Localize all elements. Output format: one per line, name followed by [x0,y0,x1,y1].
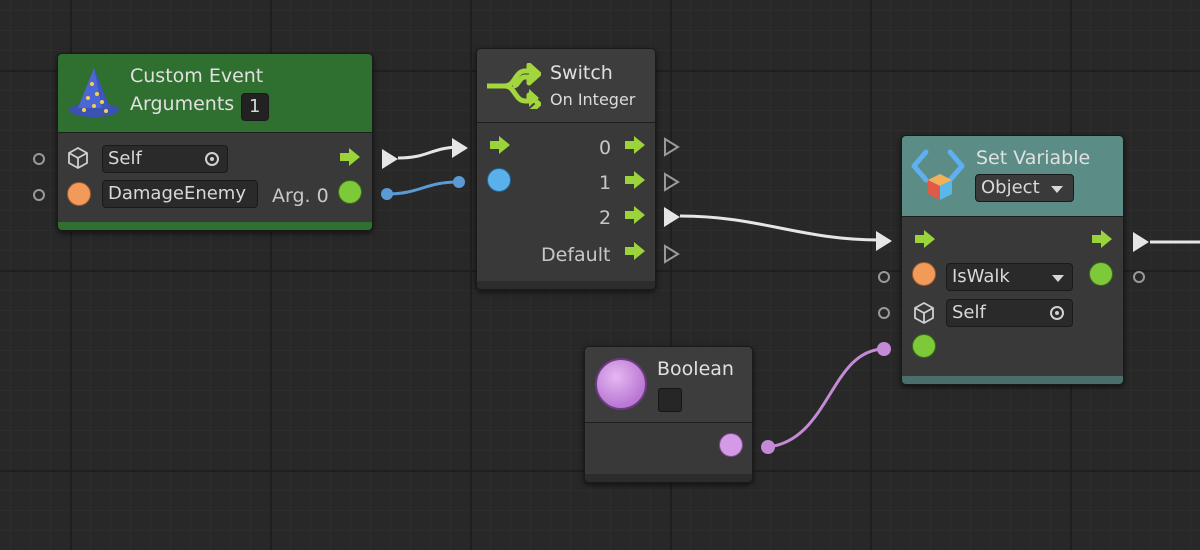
target-self-field[interactable]: Self [102,145,228,173]
variable-name-value: IsWalk [952,266,1010,287]
chevron-down-icon [1052,275,1064,282]
target-input-port[interactable] [33,153,45,165]
integer-input-port[interactable] [487,168,511,192]
boolean-node[interactable]: Boolean [584,346,753,483]
code-brackets-cube-icon [911,149,965,200]
set-variable-title: Set Variable [976,147,1091,169]
switch-node[interactable]: Switch On Integer 0 1 2 Default [476,48,656,290]
flow-in-arrow-icon[interactable] [490,136,510,154]
set-target-self-field[interactable]: Self [946,299,1073,327]
set-target-input-port[interactable] [878,307,890,319]
flow-out-arrow-icon[interactable] [340,148,360,166]
case-1-arrow-icon[interactable] [625,171,645,189]
set-variable-node[interactable]: Set Variable Object IsWalk Self [901,135,1124,385]
case-0-label: 0 [599,137,612,159]
object-picker-icon[interactable] [1050,306,1064,320]
switch-title: Switch [550,62,613,84]
case-default-label: Default [541,244,611,266]
arg-0-label: Arg. 0 [272,185,329,207]
case-2-arrow-icon[interactable] [625,206,645,224]
variable-name-input-port[interactable] [878,271,890,283]
purple-sphere-icon [595,358,647,410]
cube-icon [68,146,88,170]
custom-event-node[interactable]: Custom Event Arguments 1 Self DamageEnem… [57,53,373,231]
variable-name-dropdown[interactable]: IsWalk [946,263,1073,291]
switch-subtitle: On Integer [550,90,636,109]
value-input-port[interactable] [912,334,936,358]
custom-event-header[interactable]: Custom Event Arguments 1 [58,54,372,133]
switch-header[interactable]: Switch On Integer [477,49,655,123]
case-default-out-port[interactable] [663,244,681,264]
variable-name-port-icon[interactable] [912,262,936,286]
name-input-port[interactable] [33,189,45,201]
set-target-self-value: Self [952,302,986,323]
cube-icon [914,301,934,325]
wizard-hat-icon [69,68,119,117]
target-self-value: Self [108,148,142,169]
event-name-field[interactable]: DamageEnemy [102,180,258,208]
chevron-down-icon [1051,186,1063,193]
string-port-icon[interactable] [67,182,91,206]
case-2-label: 2 [599,207,612,229]
boolean-value-checkbox[interactable] [658,388,682,412]
flow-out-arrow-icon[interactable] [1092,230,1112,248]
case-0-out-port[interactable] [663,137,681,157]
set-variable-header[interactable]: Set Variable Object [902,136,1123,217]
flow-in-arrow-icon[interactable] [915,230,935,248]
flow-wire-switch-to-set [679,214,881,242]
value-wire-bool-to-set [767,347,885,449]
variable-kind-dropdown[interactable]: Object [975,174,1074,202]
value-wire-arg-to-switch [386,180,459,196]
arguments-label: Arguments [130,93,235,115]
flow-port-event-out[interactable] [382,149,398,169]
variable-kind-value: Object [981,177,1040,198]
object-picker-icon[interactable] [205,152,219,166]
flow-port-set-out[interactable] [1133,232,1149,252]
boolean-title: Boolean [657,358,734,380]
case-default-arrow-icon[interactable] [625,242,645,260]
boolean-output-port[interactable] [719,433,743,457]
case-1-out-port[interactable] [663,172,681,192]
arg-0-output-port[interactable] [338,180,362,204]
custom-event-title: Custom Event [130,65,264,87]
case-2-out-port[interactable] [664,207,680,227]
branch-arrows-icon [487,63,541,109]
arguments-count-field[interactable]: 1 [241,93,269,121]
case-0-arrow-icon[interactable] [625,136,645,154]
case-1-label: 1 [599,172,612,194]
variable-output-ring-port[interactable] [1133,271,1145,283]
flow-port-set-in[interactable] [876,231,892,251]
flow-port-switch-in[interactable] [452,138,468,158]
variable-value-output-port[interactable] [1089,262,1113,286]
boolean-header[interactable]: Boolean [585,347,752,423]
